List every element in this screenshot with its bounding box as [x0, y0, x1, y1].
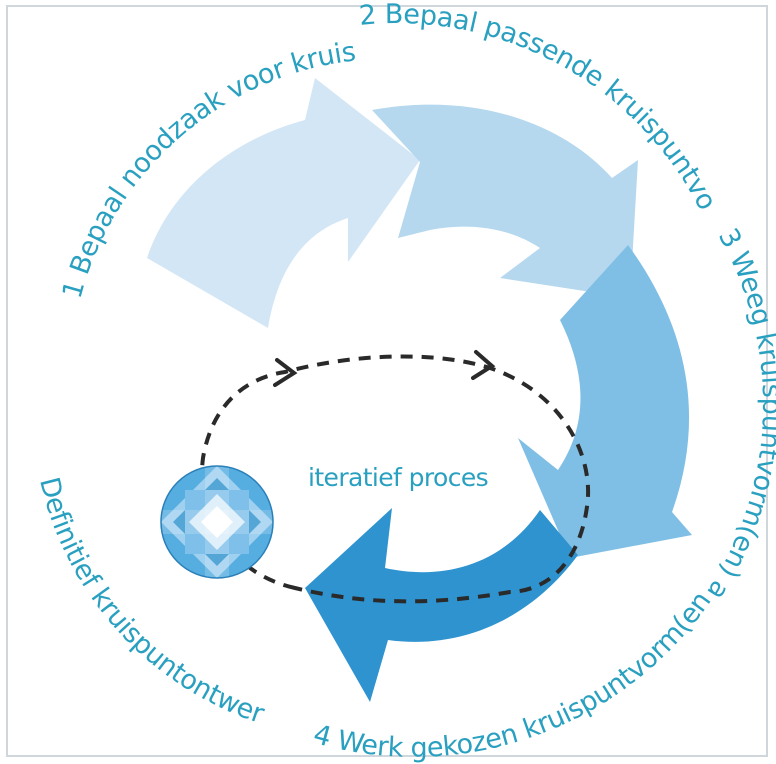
- arrow-step-2: [372, 104, 638, 298]
- center-label: iteratief proces: [308, 463, 488, 492]
- loop-arrowhead-right: [471, 350, 496, 380]
- arrow-step-3: [518, 245, 692, 558]
- arrow-step-4: [305, 508, 578, 702]
- intersection-pattern-icon: [160, 465, 274, 579]
- arrow-step-1: [147, 78, 420, 328]
- diagram-frame: [6, 5, 768, 757]
- loop-arrowhead-left: [273, 358, 298, 387]
